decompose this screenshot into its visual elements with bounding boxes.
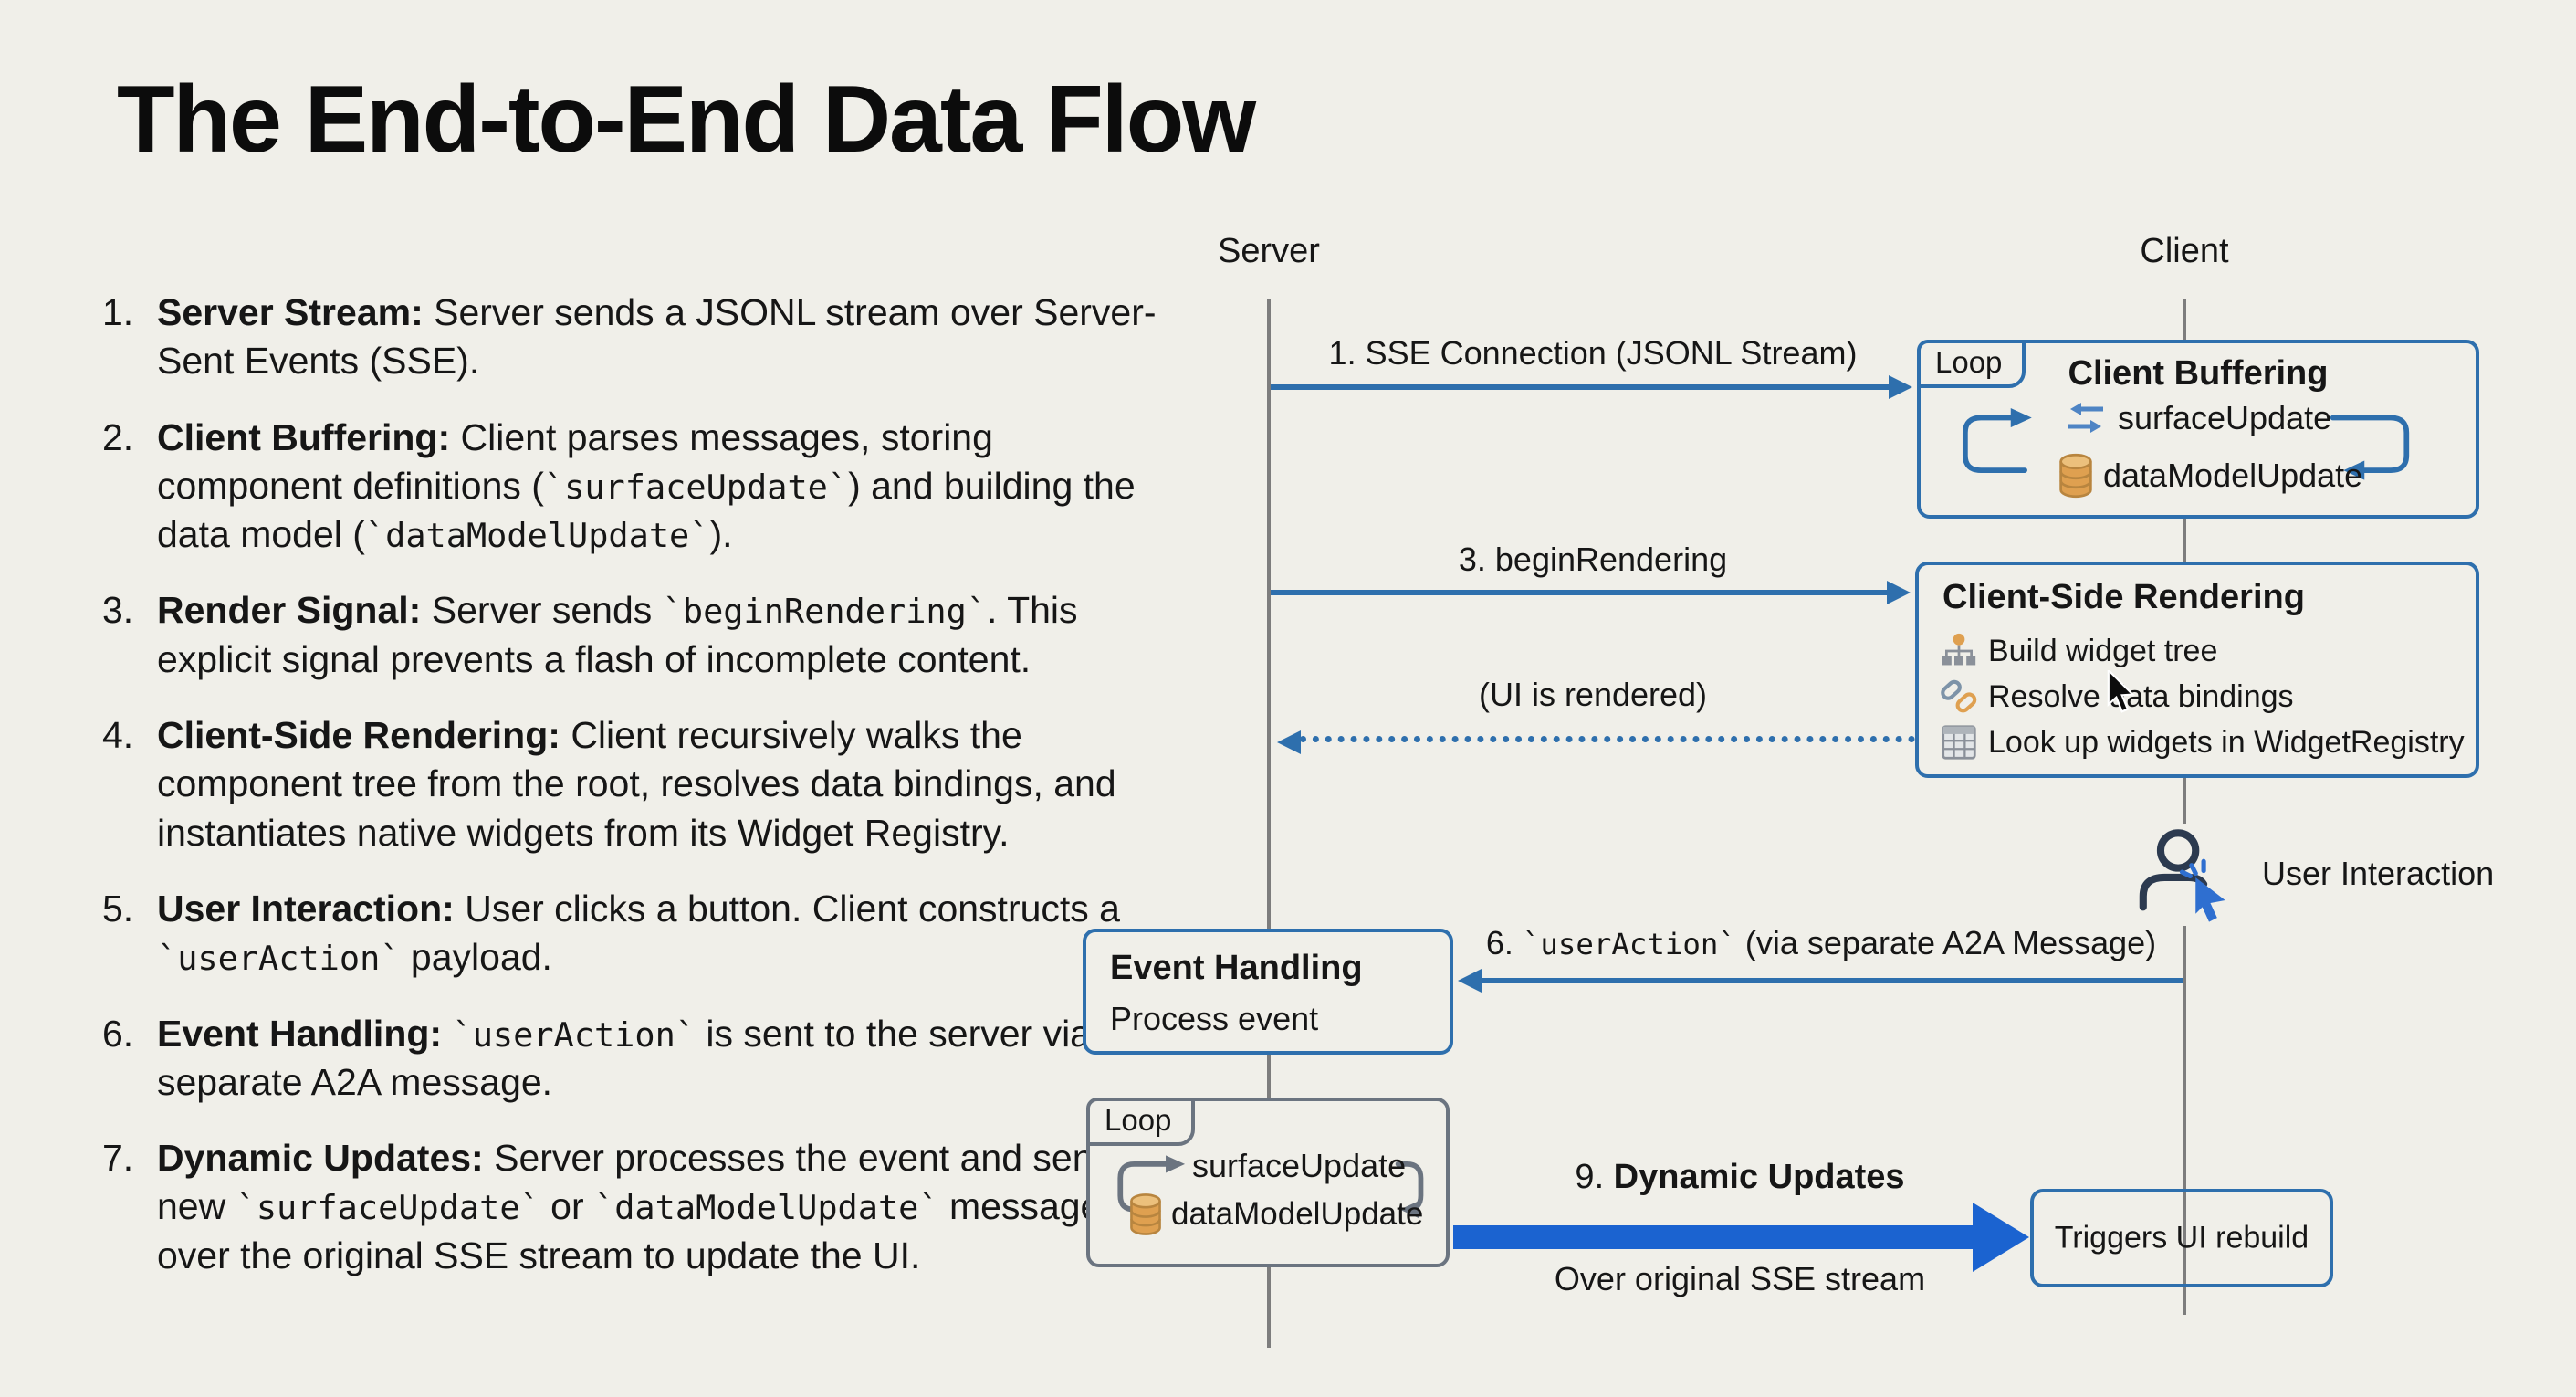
user-action-label-num: 6. <box>1485 924 1523 961</box>
server-lifeline <box>1267 299 1271 1348</box>
loop-tab: Loop <box>1086 1098 1196 1147</box>
lane-header-server: Server <box>1218 232 1320 270</box>
event-handling-title: Event Handling <box>1110 949 1363 987</box>
data-model-update-text: dataModelUpdate <box>2103 457 2363 494</box>
user-action-label-suffix: (via separate A2A Message) <box>1735 924 2157 961</box>
event-handling-box: Event Handling Process event <box>1083 929 1453 1055</box>
user-action-arrow <box>1458 969 2183 993</box>
step-item: 7. Dynamic Updates: Server processes the … <box>102 1134 1161 1280</box>
step-text: Server Stream: Server sends a JSONL stre… <box>157 291 1157 383</box>
loop-tab: Loop <box>1917 340 2026 389</box>
dynamic-updates-text: Dynamic Updates <box>1613 1158 1905 1196</box>
ui-rendered-arrow <box>1277 730 1915 754</box>
step-number: 2. <box>102 415 134 458</box>
server-loop-box: Loop surfaceUpdate dataModelUpdate <box>1086 1098 1450 1267</box>
step-text: Client-Side Rendering: Client recursivel… <box>157 714 1116 854</box>
sse-stream-sublabel: Over original SSE stream <box>1554 1260 1926 1297</box>
surface-update-row: surfaceUpdate <box>1192 1147 1406 1185</box>
client-side-rendering-box: Client-Side Rendering Build widget tree … <box>1915 562 2479 778</box>
data-model-update-row: dataModelUpdate <box>1128 1192 1423 1236</box>
dynamic-updates-num: 9. <box>1575 1158 1614 1196</box>
lane-header-client: Client <box>2140 232 2229 270</box>
steps-list: 1. Server Stream: Server sends a JSONL st… <box>102 289 1161 1308</box>
step-item: 6. Event Handling: `userAction` is sent t… <box>102 1010 1161 1108</box>
build-widget-tree-text: Build widget tree <box>1988 633 2218 668</box>
step-text: Event Handling: `userAction` is sent to … <box>157 1012 1123 1103</box>
step-item: 1. Server Stream: Server sends a JSONL st… <box>102 289 1161 386</box>
client-buffering-title: Client Buffering <box>2068 354 2329 393</box>
user-interaction-label: User Interaction <box>2262 855 2495 892</box>
user-interaction-figure <box>2132 824 2235 926</box>
step-item: 4. Client-Side Rendering: Client recursiv… <box>102 711 1161 857</box>
client-lifeline <box>2183 299 2186 1315</box>
dynamic-updates-arrow <box>1453 1203 2029 1272</box>
step-text: Render Signal: Server sends `beginRender… <box>157 589 1078 680</box>
user-action-label: 6. `userAction` (via separate A2A Messag… <box>1486 924 2156 962</box>
resolve-bindings-text: Resolve data bindings <box>1988 678 2294 714</box>
step-number: 3. <box>102 589 134 632</box>
step-item: 2. Client Buffering: Client parses messag… <box>102 414 1161 560</box>
database-icon <box>1130 1193 1161 1235</box>
user-icon <box>2139 829 2225 922</box>
loop-brackets <box>1962 407 2410 480</box>
triggers-ui-rebuild-label: Triggers UI rebuild <box>2054 1220 2309 1255</box>
widget-registry-row: Look up widgets in WidgetRegistry <box>1941 724 2465 761</box>
link-icon <box>1941 679 1977 713</box>
begin-rendering-arrow <box>1271 581 1911 604</box>
step-number: 6. <box>102 1012 134 1055</box>
event-handling-body: Process event <box>1110 1000 1319 1037</box>
widget-registry-text: Look up widgets in WidgetRegistry <box>1988 724 2465 760</box>
step-number: 5. <box>102 887 134 930</box>
data-model-update-text: dataModelUpdate <box>1171 1196 1424 1232</box>
mouse-cursor-icon <box>2107 670 2135 713</box>
step-item: 5. User Interaction: User clicks a button… <box>102 885 1161 982</box>
user-action-label-code: `userAction` <box>1522 927 1736 961</box>
step-text: Client Buffering: Client parses messages… <box>157 415 1136 556</box>
client-side-rendering-title: Client-Side Rendering <box>1942 578 2305 616</box>
surface-update-text: surfaceUpdate <box>2118 399 2332 436</box>
client-buffering-box: Loop Client Buffering surfaceUpdate data… <box>1917 340 2479 519</box>
sync-icon <box>2068 403 2103 433</box>
sse-connection-label: 1. SSE Connection (JSONL Stream) <box>1328 334 1858 372</box>
step-number: 1. <box>102 291 134 333</box>
build-widget-tree-row: Build widget tree <box>1941 633 2217 669</box>
click-cursor-icon <box>2179 858 2225 922</box>
surface-update-text: surfaceUpdate <box>1192 1147 1407 1184</box>
step-number: 4. <box>102 714 134 757</box>
step-item: 3. Render Signal: Server sends `beginRend… <box>102 586 1161 684</box>
step-text: Dynamic Updates: Server processes the ev… <box>157 1137 1133 1276</box>
step-number: 7. <box>102 1137 134 1180</box>
resolve-bindings-row: Resolve data bindings <box>1941 678 2294 715</box>
surface-update-row: surfaceUpdate <box>2065 399 2331 437</box>
page-title: The End-to-End Data Flow <box>117 67 1256 173</box>
loop-brackets <box>1117 1155 1424 1219</box>
dynamic-updates-label: 9. Dynamic Updates <box>1575 1158 1904 1197</box>
widget-tree-icon <box>1942 633 1976 666</box>
registry-icon <box>1942 725 1976 760</box>
triggers-ui-rebuild-box: Triggers UI rebuild <box>2030 1189 2333 1287</box>
sse-connection-arrow <box>1271 375 1912 399</box>
step-text: User Interaction: User clicks a button. … <box>157 887 1120 979</box>
begin-rendering-label: 3. beginRendering <box>1458 541 1728 578</box>
data-model-update-row: dataModelUpdate <box>2058 453 2362 499</box>
ui-rendered-label: (UI is rendered) <box>1478 676 1708 713</box>
database-icon <box>2059 453 2092 499</box>
